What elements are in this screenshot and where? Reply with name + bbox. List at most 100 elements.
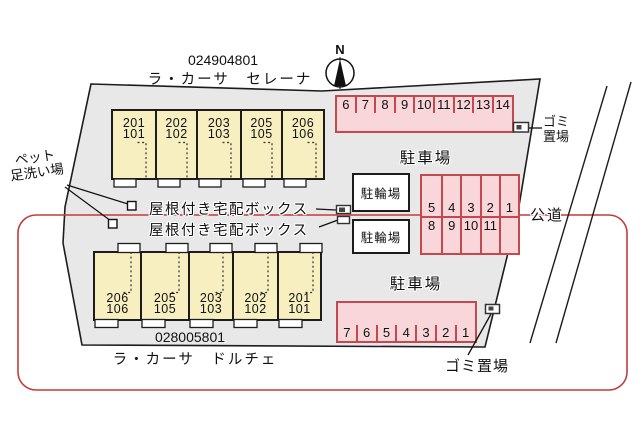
unit-number: 201: [288, 291, 311, 305]
stall-number: 14: [495, 97, 510, 112]
stall-number: 3: [467, 200, 475, 215]
unit-number: 101: [288, 301, 311, 316]
road-edge-line-1: [529, 85, 608, 344]
parking-stall: 5: [375, 325, 396, 341]
parking-lot-bottom-label: 駐車場: [389, 276, 443, 293]
parking-stall: 2: [434, 325, 455, 341]
serena-code: 024904801: [187, 52, 259, 68]
unit-number: 205: [250, 116, 273, 130]
unit-cell: 203 103: [196, 111, 240, 178]
unit-number: 106: [291, 126, 315, 141]
public-road-label: 公道: [530, 207, 565, 224]
unit-number: 102: [244, 301, 267, 316]
north-compass-icon: [325, 57, 355, 89]
garbage-spot-icon-mark: [516, 125, 522, 130]
serena-entrance-porches: [113, 178, 307, 188]
parking-stall: 14: [491, 97, 512, 113]
parking-stall: 1: [454, 325, 475, 341]
delivery-box-bottom-label: 屋根付き宅配ボックス: [149, 223, 309, 239]
delivery-box-icon-mark: [339, 207, 345, 212]
unit-number: 203: [207, 116, 231, 130]
parking-stall: 10: [460, 216, 480, 253]
serena-building-name: ラ・カーサ セレーナ: [147, 72, 313, 88]
stall-number: 13: [475, 97, 491, 112]
serena-interior-dashed-lines: [137, 141, 317, 179]
stall-number: 4: [402, 325, 410, 340]
stall-number: 2: [442, 325, 450, 340]
parking-row-south: 7 6 5 4 3 2 1: [336, 301, 477, 343]
stall-number: 8: [381, 97, 389, 112]
parking-stall: [498, 216, 518, 253]
unit-cell: 205 105: [140, 253, 188, 319]
garbage-label-line: 置場: [543, 128, 570, 144]
stall-number: 3: [422, 325, 430, 340]
bicycle-parking-bottom: 駐輪場: [352, 219, 410, 254]
stall-number: 6: [363, 325, 371, 340]
parking-stall: 1: [498, 176, 518, 216]
stall-number: 1: [461, 325, 470, 340]
dolce-interior-dashed-lines: [122, 252, 314, 294]
stall-number: 11: [437, 97, 451, 112]
garbage-area-bottom-label: ゴミ置場: [445, 358, 510, 375]
bicycle-parking-top: 駐輪場: [352, 173, 410, 212]
parking-stall: 10: [413, 97, 433, 113]
parking-stall: 7: [338, 325, 356, 341]
unit-number: 203: [199, 291, 223, 305]
stall-number: 9: [401, 97, 409, 112]
delivery-box-icon: [336, 215, 351, 225]
unit-cell: 206 106: [95, 253, 140, 319]
stall-number: 10: [463, 218, 479, 233]
stall-number: 8: [427, 218, 436, 233]
road-edge-line-2: [555, 81, 632, 344]
pet-wash-leader-line: [66, 184, 129, 205]
stall-number: 2: [486, 200, 494, 215]
parking-stall: 6: [337, 97, 355, 113]
pet-wash-station-icon: [126, 200, 137, 211]
stall-number: 9: [448, 218, 456, 233]
property-boundary-red-line: [17, 214, 628, 391]
unit-number: 103: [199, 301, 223, 316]
unit-cell: 201 101: [277, 253, 320, 319]
parking-stall: 9: [393, 97, 414, 113]
unit-number: 205: [153, 291, 177, 305]
dolce-building-name: ラ・カーサ ドルチェ: [112, 352, 278, 368]
compass-n-label: N: [335, 42, 345, 57]
parking-grid-middle: 5 4 3 2 1 8 9 10 11: [420, 174, 520, 255]
stall-number: 5: [382, 325, 391, 340]
stall-number: 5: [427, 200, 436, 215]
parking-stall: 3: [415, 325, 435, 341]
parking-stall: 2: [479, 176, 499, 216]
unit-cell: 201 101: [113, 111, 155, 178]
stall-number: 10: [417, 97, 432, 112]
unit-number: 102: [165, 126, 188, 141]
dolce-code: 028005801: [154, 329, 226, 345]
stall-number: 4: [448, 200, 456, 215]
pet-wash-leader-line: [64, 186, 112, 222]
unit-cell: 202 102: [155, 111, 196, 178]
parking-stall: 5: [422, 176, 441, 216]
parking-stall: 13: [472, 97, 492, 113]
parking-stall: 6: [355, 325, 376, 341]
unit-number: 202: [244, 291, 267, 305]
parking-stall: 4: [441, 176, 460, 216]
pet-wash-station-icon: [107, 218, 118, 229]
unit-cell: 205 105: [240, 111, 281, 178]
parking-stall: 11: [433, 97, 453, 113]
stall-number: 12: [456, 97, 471, 112]
stall-number: 6: [342, 97, 350, 112]
parking-stall: 4: [395, 325, 415, 341]
garbage-spot-icon-mark: [488, 306, 494, 311]
unit-number: 105: [153, 301, 177, 316]
unit-number: 202: [165, 116, 188, 130]
delivery-box-leader-line: [315, 208, 337, 211]
dolce-entrance-porches: [94, 242, 323, 329]
unit-number: 103: [207, 126, 231, 141]
garbage-area-top-label: ゴミ 置場: [543, 114, 570, 144]
parking-stall: 7: [354, 97, 375, 113]
parking-stall: 12: [452, 97, 473, 113]
stall-number: 7: [343, 325, 351, 340]
unit-number: 201: [122, 116, 146, 130]
delivery-box-top-label: 屋根付き宅配ボックス: [149, 202, 309, 218]
stall-number: 7: [361, 97, 370, 112]
